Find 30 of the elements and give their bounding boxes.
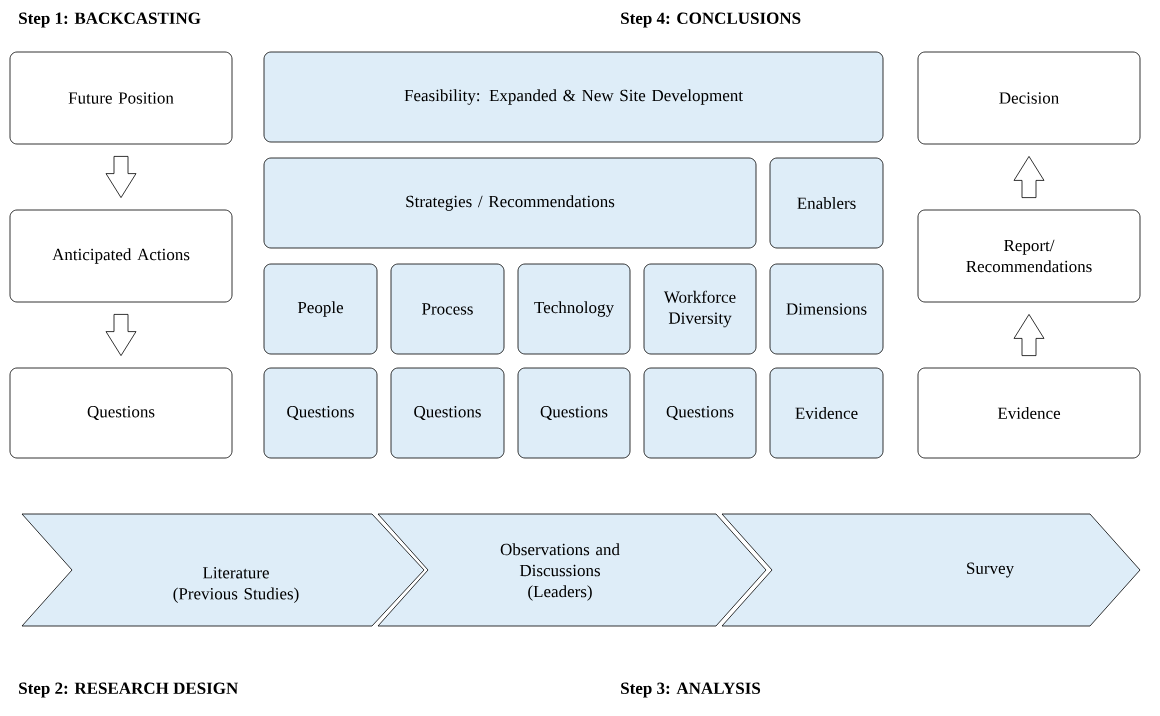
process-box: People bbox=[263, 263, 378, 355]
process-box: Questions bbox=[263, 367, 378, 459]
step-banner: Literature (Previous Studies) bbox=[21, 513, 425, 627]
block-arrow bbox=[1013, 314, 1045, 356]
block-arrow bbox=[105, 314, 137, 356]
step-banner: Survey bbox=[721, 513, 1141, 627]
process-box: Questions bbox=[390, 367, 505, 459]
process-box: Evidence bbox=[917, 367, 1141, 459]
step-heading: Step 1: BACKCASTING bbox=[19, 12, 201, 28]
process-box: Report/ Recommendations bbox=[917, 209, 1141, 303]
step-heading: Step 2: RESEARCH DESIGN bbox=[19, 682, 239, 698]
process-box: Anticipated Actions bbox=[9, 209, 233, 303]
step-heading: Step 4: CONCLUSIONS bbox=[621, 12, 801, 28]
block-arrow bbox=[105, 156, 137, 198]
process-box: Questions bbox=[643, 367, 757, 459]
process-box: Technology bbox=[517, 263, 631, 355]
process-box: Questions bbox=[9, 367, 233, 459]
process-box: Dimensions bbox=[769, 263, 884, 355]
process-box: Future Position bbox=[9, 51, 233, 145]
process-box: Decision bbox=[917, 51, 1141, 145]
block-arrow bbox=[1013, 156, 1045, 198]
process-box: Feasibility: Expanded & New Site Development bbox=[263, 51, 884, 143]
process-box: Evidence bbox=[769, 367, 884, 459]
process-box: Enablers bbox=[769, 157, 884, 249]
step-heading: Step 3: ANALYSIS bbox=[621, 682, 761, 698]
process-box: Questions bbox=[517, 367, 631, 459]
process-box: Workforce Diversity bbox=[643, 263, 757, 355]
step-banner: Observations and Discussions (Leaders) bbox=[377, 513, 767, 627]
process-box: Process bbox=[390, 263, 505, 355]
process-box: Strategies / Recommendations bbox=[263, 157, 757, 249]
